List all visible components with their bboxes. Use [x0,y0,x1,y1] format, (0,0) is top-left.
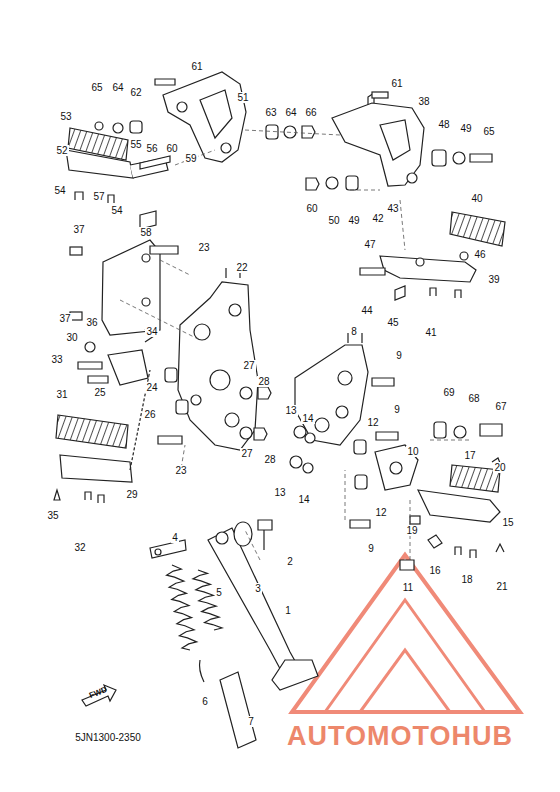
callout-number: 54 [53,185,66,196]
diagram-code: 5JN1300-2350 [74,732,142,743]
callout-number: 23 [174,465,187,476]
callout-number: 35 [46,510,59,521]
callout-number: 7 [247,716,255,727]
callout-number: 9 [367,543,375,554]
callout-number: 5 [215,587,223,598]
callout-number: 27 [242,360,255,371]
callout-number: 67 [494,401,507,412]
callout-number: 69 [442,387,455,398]
callout-number: 66 [304,107,317,118]
callout-number: 41 [424,327,437,338]
callout-number: 62 [129,87,142,98]
callout-number: 49 [347,215,360,226]
callout-number: 8 [350,326,358,337]
callout-number: 64 [111,82,124,93]
callout-number: 53 [59,111,72,122]
callout-number: 29 [125,489,138,500]
callout-number: 44 [360,305,373,316]
callout-number: 28 [257,376,270,387]
parts [54,72,505,748]
callout-number: 9 [395,350,403,361]
callout-number: 11 [402,582,414,593]
callout-number: 13 [284,405,297,416]
callout-number: 59 [184,153,197,164]
callout-number: 54 [110,205,123,216]
callout-number: 18 [460,574,473,585]
callout-number: 9 [393,404,401,415]
callout-number: 61 [190,61,203,72]
callout-number: 14 [301,413,314,424]
callout-number: 4 [171,532,179,543]
callout-number: 34 [145,326,158,337]
callout-number: 38 [417,96,430,107]
callout-number: 55 [129,139,142,150]
callout-number: 47 [363,239,376,250]
callout-number: 1 [284,605,292,616]
callout-number: 45 [386,317,399,328]
callout-number: 12 [374,507,387,518]
callout-number: 6 [201,696,209,707]
callout-number: 37 [58,313,71,324]
watermark-logo [292,555,520,712]
watermark-text: AUTOMOTOHUB [286,731,514,742]
callout-number: 26 [143,409,156,420]
callout-number: 23 [197,242,210,253]
callout-number: 37 [72,224,85,235]
leader-lines [120,130,470,560]
callout-number: 58 [139,227,152,238]
callout-number: 43 [386,203,399,214]
callout-number: 65 [482,126,495,137]
callout-number: 65 [90,82,103,93]
callout-number: 14 [297,494,310,505]
callout-number: 52 [55,145,68,156]
callout-number: 39 [487,274,500,285]
callout-number: 68 [467,393,480,404]
callout-number: 60 [165,143,178,154]
callout-number: 28 [263,454,276,465]
callout-number: 2 [286,556,294,567]
callout-number: 13 [273,487,286,498]
callout-number: 50 [327,215,340,226]
spring-coil [167,565,197,650]
callout-number: 16 [428,565,441,576]
callout-number: 36 [85,317,98,328]
callout-number: 63 [264,107,277,118]
callout-number: 3 [254,583,262,594]
callout-number: 49 [459,123,472,134]
callout-number: 17 [463,450,476,461]
callout-number: 15 [501,517,514,528]
callout-number: 30 [65,332,78,343]
callout-number: 19 [405,525,418,536]
callout-number: 27 [240,448,253,459]
callout-number: 48 [437,119,450,130]
callout-number: 21 [495,581,508,592]
callout-number: 32 [73,542,86,553]
callout-number: 24 [145,382,158,393]
callout-number: 20 [493,462,506,473]
callout-number: 33 [50,354,63,365]
callout-number: 25 [93,387,106,398]
callout-number: 61 [390,78,403,89]
callout-number: 46 [473,249,486,260]
callout-number: 64 [284,107,297,118]
callout-number: 60 [305,203,318,214]
callout-number: 40 [470,193,483,204]
callout-number: 56 [145,143,158,154]
spring-coil [193,570,222,630]
callout-number: 42 [371,213,384,224]
callout-number: 22 [235,262,248,273]
callout-number: 12 [366,417,379,428]
callout-number: 57 [92,191,105,202]
callout-number: 10 [406,446,419,457]
callout-number: 51 [236,92,249,103]
callout-number: 31 [55,389,68,400]
